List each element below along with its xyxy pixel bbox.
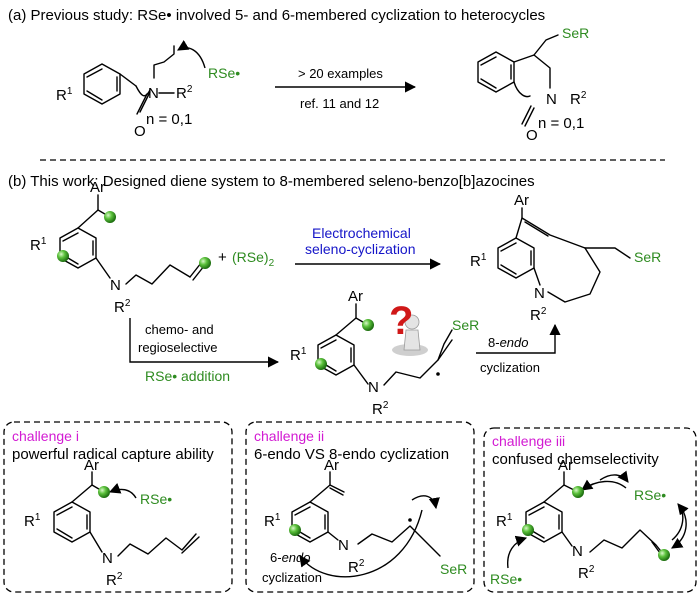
radical-site-vinyl [104,211,116,223]
r1-label-b: R1 [30,236,47,254]
r1-label-a: R1 [56,86,73,104]
radical-site-alkene [199,257,211,269]
question-mark: ? [389,299,413,343]
chemo-label-2: regioselective [138,340,218,355]
ar-label-product-b: Ar [514,192,529,209]
challenge-i-site [98,486,110,498]
challenge-iii-text: confused chemselectivity [492,451,659,468]
n-count-a-product: n = 0,1 [538,115,584,132]
r1-label-int: R1 [290,346,307,364]
n-label-a: N [148,85,159,102]
rse-radical-ciii-top: RSe• [634,487,666,503]
addition-label: RSe• addition [145,368,230,384]
r1-label-ci: R1 [24,512,41,530]
ar-label-int: Ar [348,288,363,305]
challenge-ii-box [245,421,475,593]
r1-label-product-b: R1 [470,252,487,270]
section-b-title: (b) This work: Designed diene system to … [8,173,535,190]
challenge-i-structure [53,471,200,557]
n-label-ciii: N [572,543,583,560]
n-label-ci: N [102,550,113,567]
arrow-a-top: > 20 examples [298,66,383,81]
r2-label-a: R2 [176,84,193,102]
rse-radical-a: RSe• [208,65,240,81]
arrow-addition [129,318,280,368]
r2-label-b: R2 [114,298,131,316]
endo-label-1: 8-endo [488,335,528,350]
challenge-i-box [3,421,233,593]
o-label-a-product: O [526,127,538,144]
product-b-structure [497,207,631,303]
challenge-iii-site-aryl [522,524,534,536]
ar-label-ciii: Ar [558,457,573,474]
ser-label-product-b: SeR [634,249,661,265]
diselenide-reagent: (RSe)2 [232,249,275,269]
question-figure-icon: ? [389,299,428,356]
n-count-a: n = 0,1 [146,111,192,128]
challenge-ii-heading: challenge ii [254,428,324,444]
challenge-ii-note-2: cyclization [262,570,322,585]
challenge-ii-text: 6-endo VS 8-endo cyclization [254,446,449,463]
product-a-structure [477,34,559,127]
challenge-ii-radical-dot [408,518,412,522]
n-label-b: N [110,277,121,294]
ser-label-cii: SeR [440,561,467,577]
r2-label-cii: R2 [348,558,365,576]
challenge-iii-box [483,427,697,593]
reactant-b-structure [59,194,209,285]
challenge-iii-heading: challenge iii [492,433,565,449]
challenge-ii-site [289,524,301,536]
ser-label-int: SeR [452,317,479,333]
radical-dot [436,372,440,376]
ar-label-ci: Ar [84,457,99,474]
reactant-a-structure [83,40,206,115]
r2-label-int: R2 [372,400,389,418]
arrow-8-endo [476,323,561,354]
rse-radical-ci: RSe• [140,491,172,507]
r2-label-ciii: R2 [578,564,595,582]
intermediate-site-aryl [315,358,327,370]
r2-label-a-product: R2 [570,90,587,108]
r1-label-cii: R1 [264,512,281,530]
r2-label-ci: R2 [106,571,123,589]
intermediate-site-vinyl [362,319,374,331]
n-label-a-product: N [546,91,557,108]
electro-label-1: Electrochemical [312,225,411,241]
n-label-product-b: N [534,285,545,302]
r1-label-ciii: R1 [496,512,513,530]
ar-label-cii: Ar [324,457,339,474]
n-label-int: N [368,379,379,396]
radical-site-aryl [57,250,69,262]
ar-label-b: Ar [90,179,105,196]
r2-label-product-b: R2 [530,306,547,324]
ser-label-a: SeR [562,25,589,41]
intermediate-structure [317,303,453,386]
challenge-iii-site-vinyl [572,486,584,498]
endo-label-2: cyclization [480,360,540,375]
plus-sign: + [218,249,227,266]
n-label-cii: N [338,537,349,554]
arrow-a-bottom: ref. 11 and 12 [300,96,379,111]
section-a-title: (a) Previous study: RSe• involved 5- and… [8,7,545,24]
challenge-i-heading: challenge i [12,428,79,444]
rse-radical-ciii-bottom: RSe• [490,571,522,587]
o-label-a: O [134,123,146,140]
chemo-label-1: chemo- and [145,322,214,337]
electro-label-2: seleno-cyclization [305,241,416,257]
challenge-i-text: powerful radical capture ability [12,446,214,463]
challenge-iii-site-alkene [658,549,670,561]
challenge-ii-note-1: 6-endo [270,550,310,565]
challenge-ii-structure [291,471,441,578]
